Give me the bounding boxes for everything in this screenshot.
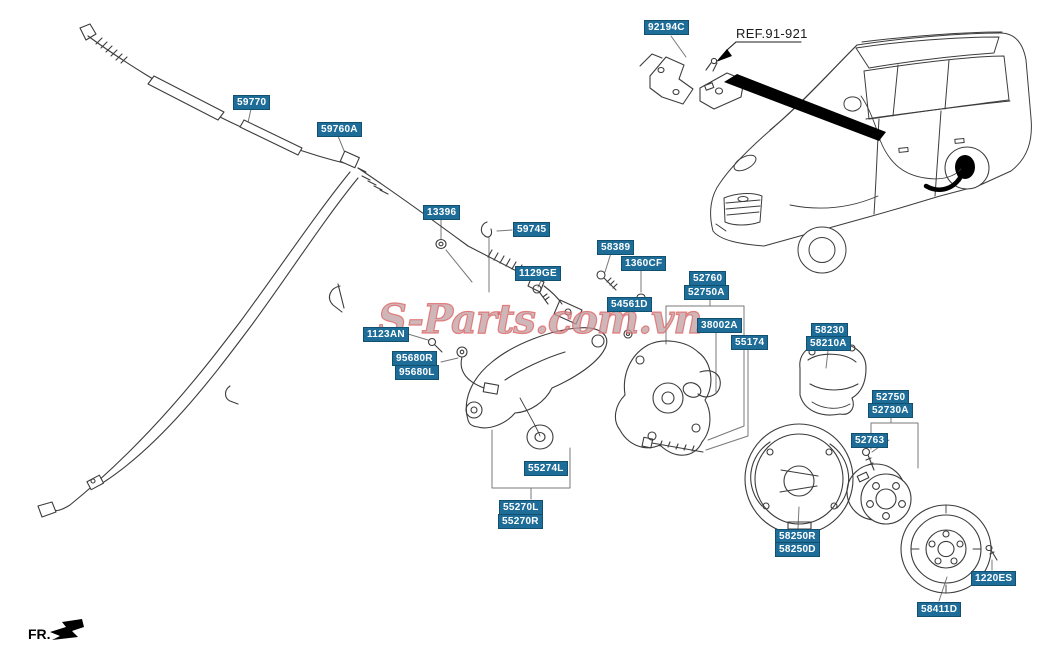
part-label-1360CF[interactable]: 1360CF <box>621 256 667 271</box>
ref-arrow <box>716 41 802 62</box>
speed-sensor-drawing <box>456 346 500 395</box>
part-label-52750A[interactable]: 52750A <box>684 285 729 300</box>
part-label-95680L[interactable]: 95680L <box>395 365 439 380</box>
part-label-1129GE[interactable]: 1129GE <box>515 266 561 281</box>
car-illustration <box>710 31 1032 274</box>
fr-label: FR. <box>28 626 51 642</box>
part-label-38002A[interactable]: 38002A <box>697 318 742 333</box>
trailing-arm-drawing <box>465 327 608 450</box>
part-label-52730A[interactable]: 52730A <box>868 403 913 418</box>
part-label-1123AN[interactable]: 1123AN <box>363 327 409 342</box>
part-label-95680R[interactable]: 95680R <box>392 351 437 366</box>
part-label-1220ES[interactable]: 1220ES <box>971 571 1017 586</box>
part-label-55174[interactable]: 55174 <box>731 335 769 350</box>
part-label-92194C[interactable]: 92194C <box>644 20 689 35</box>
part-label-55270R[interactable]: 55270R <box>498 514 543 529</box>
part-label-59770[interactable]: 59770 <box>233 95 271 110</box>
part-label-58389[interactable]: 58389 <box>597 240 635 255</box>
hub-bearing-drawing <box>846 463 912 525</box>
leader-lines <box>246 35 993 602</box>
ref-label-91-921[interactable]: REF.91-921 <box>736 26 808 41</box>
part-label-13396[interactable]: 13396 <box>423 205 461 220</box>
part-label-52763[interactable]: 52763 <box>851 433 889 448</box>
mounting-bracket-drawing <box>639 53 745 110</box>
fastener-drawings <box>427 270 998 561</box>
part-label-59760A[interactable]: 59760A <box>317 122 362 137</box>
part-label-59745[interactable]: 59745 <box>513 222 551 237</box>
part-label-55274L[interactable]: 55274L <box>524 461 568 476</box>
caliper-drawing <box>799 341 867 416</box>
knuckle-drawing <box>614 340 721 456</box>
backing-plate-drawing <box>744 423 854 535</box>
fr-direction-arrow <box>50 619 84 640</box>
brake-disc-drawing <box>900 504 992 594</box>
part-label-54561D[interactable]: 54561D <box>607 297 652 312</box>
part-label-58250D[interactable]: 58250D <box>775 542 820 557</box>
part-label-52760[interactable]: 52760 <box>689 271 727 286</box>
part-label-58411D[interactable]: 58411D <box>917 602 962 617</box>
part-label-58210A[interactable]: 58210A <box>806 336 851 351</box>
parking-brake-cables-drawing <box>37 23 583 518</box>
part-label-55270L[interactable]: 55270L <box>499 500 543 515</box>
